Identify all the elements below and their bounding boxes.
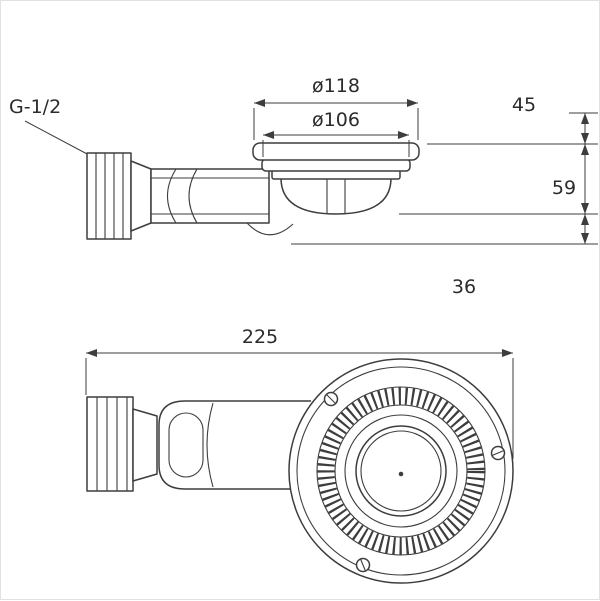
side-view: G-1/2: [9, 75, 598, 298]
cone-connector-side: [130, 160, 152, 232]
inner-rim: [296, 366, 506, 576]
flange-inner-diameter-label: ø106: [312, 109, 360, 131]
screw: [323, 391, 339, 407]
height-upper-label: 45: [512, 94, 536, 116]
height-total-label: 59: [552, 177, 576, 199]
flange-outer-diameter-label: ø118: [312, 75, 360, 97]
inlet-body-plan: [158, 400, 311, 490]
knurl-ring: [317, 387, 485, 555]
screw: [490, 445, 506, 461]
nut-plan: [86, 396, 134, 492]
height-lower-label: 36: [452, 276, 476, 298]
cone-connector-plan: [132, 408, 158, 482]
nut-side: [86, 152, 132, 240]
dome-edge: [344, 414, 458, 528]
cap-inner: [360, 430, 442, 512]
thread-leader-line: [24, 120, 90, 156]
screw: [355, 557, 371, 573]
flange-cap: [252, 142, 420, 161]
dimension-overall-length: 225: [85, 326, 514, 459]
lower-cup-side: [246, 222, 294, 236]
dimension-flange-inner: ø106: [262, 109, 410, 157]
dome: [280, 177, 392, 215]
flange-side: [252, 142, 420, 215]
plan-view: 225: [85, 326, 514, 584]
flange-plan: [288, 358, 514, 584]
dimension-heights: 45 59 36: [291, 94, 598, 298]
overall-length-label: 225: [242, 326, 278, 348]
center-mark: [398, 471, 404, 477]
thread-size-label: G-1/2: [9, 96, 61, 118]
inlet-body-side: [150, 168, 270, 224]
dimension-flange-outer: ø118: [253, 75, 419, 140]
flange-ring: [261, 158, 411, 172]
cap-outer: [355, 425, 447, 517]
